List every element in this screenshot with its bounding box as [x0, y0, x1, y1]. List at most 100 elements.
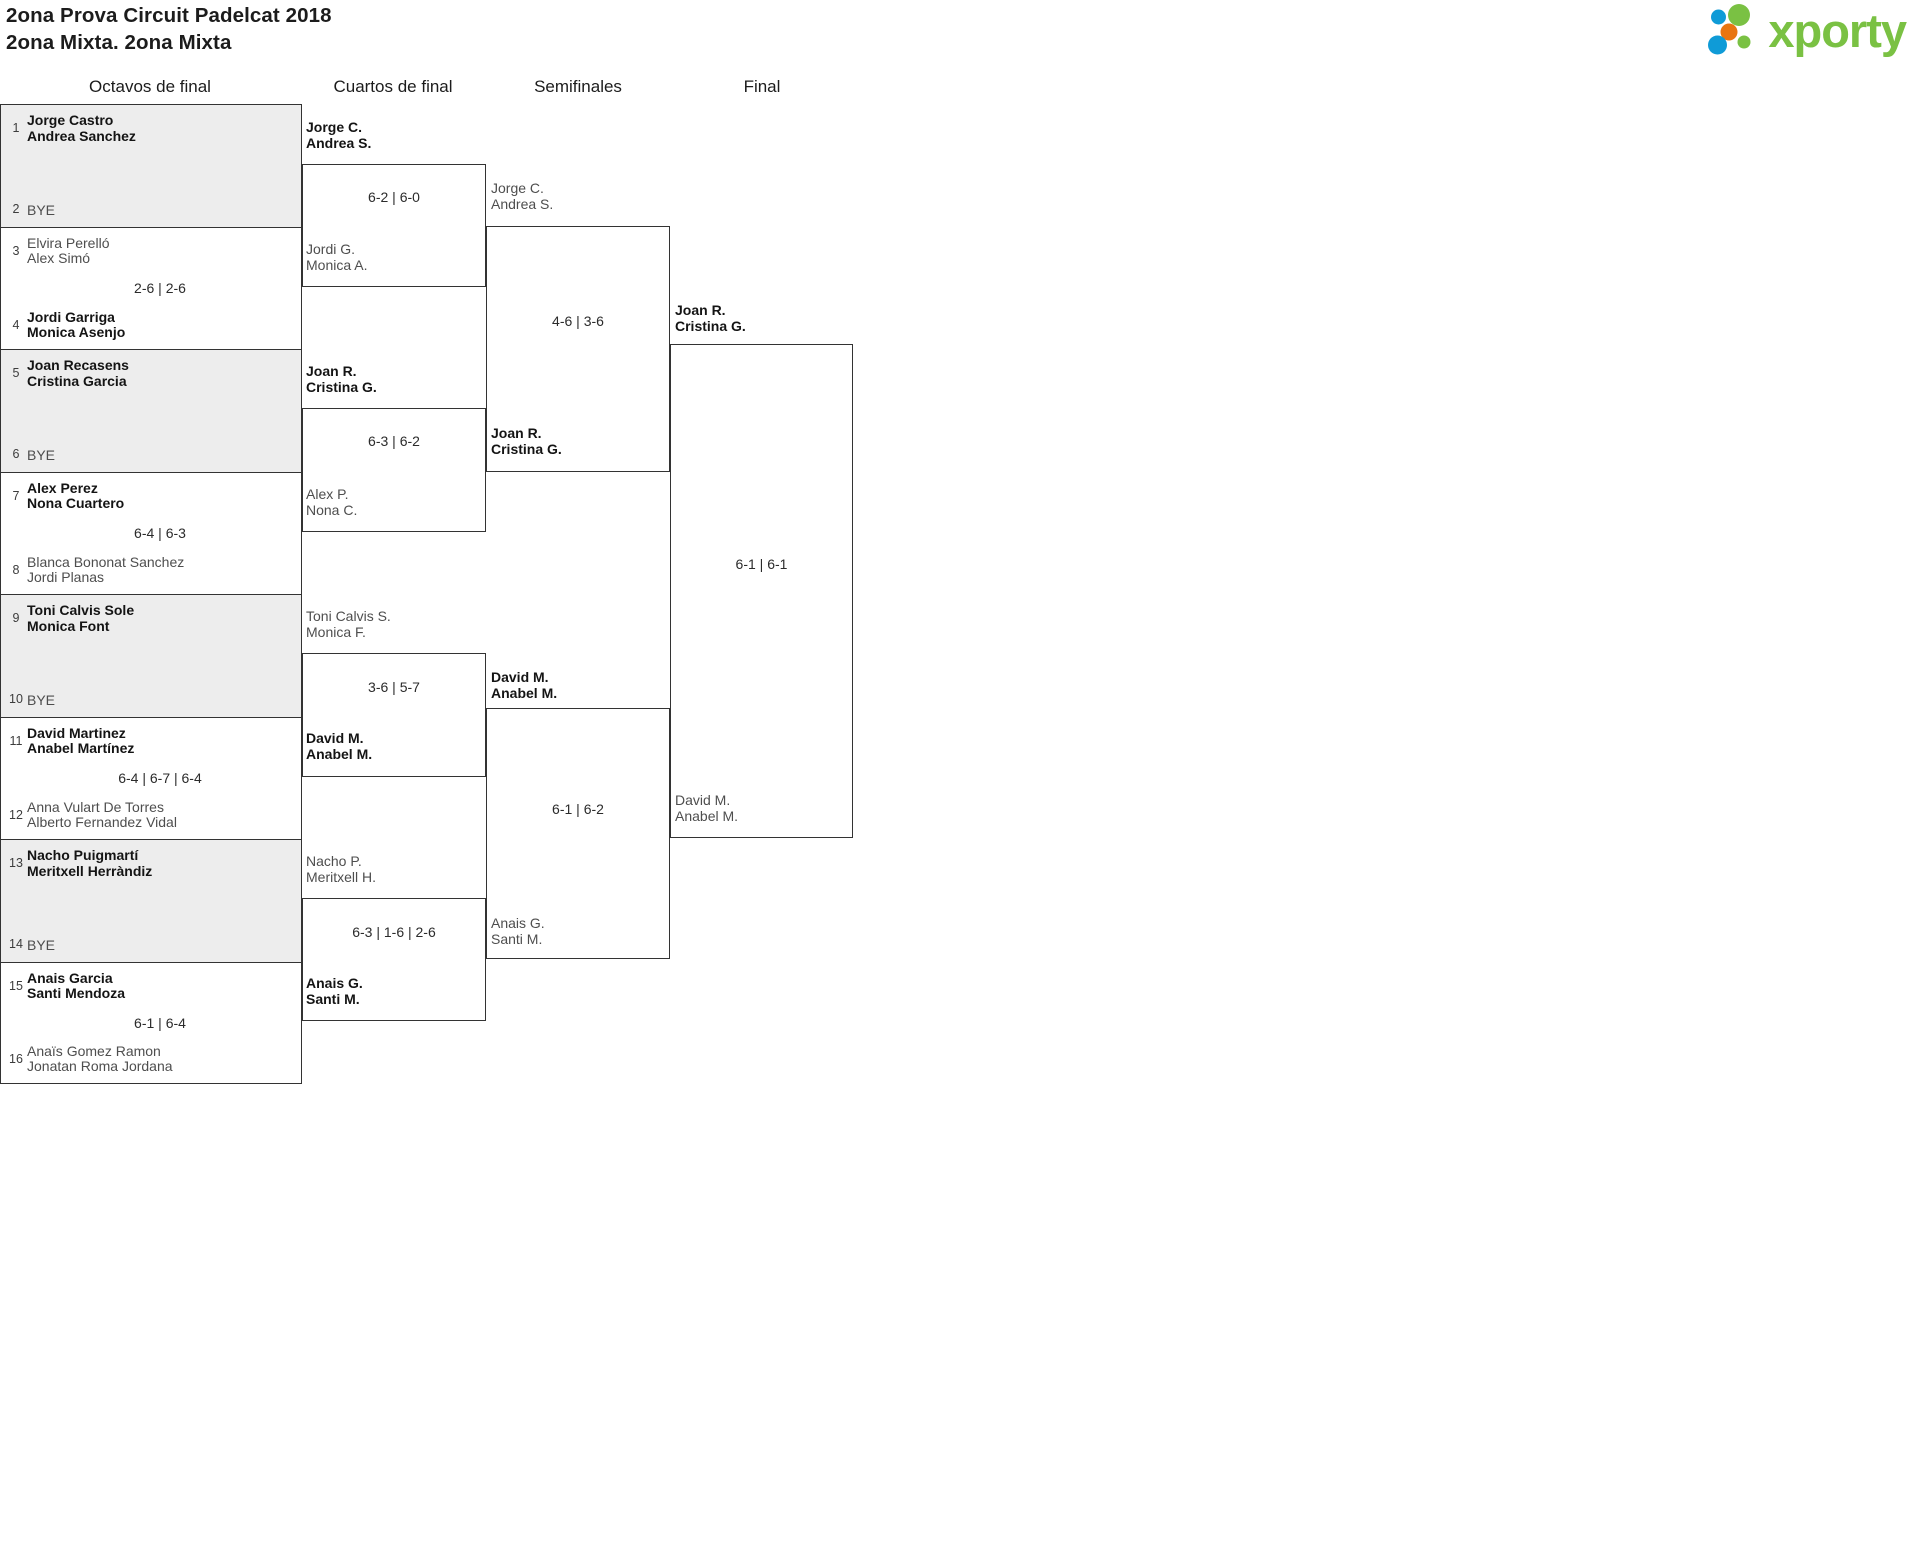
partner-name-1: BYE — [27, 936, 56, 953]
qf-entrant[interactable]: Jorge C.Andrea S. — [306, 119, 371, 151]
seed-number: 8 — [12, 562, 20, 577]
qf-entrant[interactable]: Nacho P.Meritxell H. — [306, 853, 377, 885]
partner-name-2: Jordi Planas — [27, 569, 105, 586]
partner-name-2: Andrea S. — [491, 195, 554, 212]
partner-name-1: Anais Garcia — [27, 969, 113, 986]
sf-entrant[interactable]: David M.Anabel M. — [491, 669, 557, 701]
partner-name-2: Nona C. — [306, 501, 358, 518]
seed-number: 13 — [9, 856, 23, 870]
qf-entrant[interactable]: Joan R.Cristina G. — [306, 363, 377, 395]
partner-name-1: Joan R. — [306, 363, 357, 379]
partner-name-1: Joan R. — [675, 302, 726, 318]
qf-connector-box — [302, 898, 486, 1021]
seed-number: 11 — [9, 733, 23, 748]
seed-number: 7 — [12, 488, 20, 503]
sf-entrant[interactable]: Joan R.Cristina G. — [491, 425, 562, 457]
partner-name-1: Alex P. — [306, 486, 349, 502]
qf-score: 3-6 | 5-7 — [368, 679, 420, 695]
entrant-names: BYE — [27, 691, 55, 709]
partner-name-1: Elvira Perelló — [27, 234, 110, 251]
match-score: 6-4 | 6-7 | 6-4 — [118, 770, 202, 787]
partner-name-1: Anna Vulart De Torres — [27, 798, 164, 815]
qf-entrant[interactable]: David M.Anabel M. — [306, 730, 372, 762]
partner-name-1: Nacho Puigmartí — [27, 847, 139, 863]
seed-number: 15 — [9, 978, 23, 993]
partner-name-2: Cristina G. — [306, 378, 377, 395]
r16-slot[interactable]: 6 BYE — [1, 446, 301, 464]
partner-name-1: BYE — [27, 446, 56, 463]
seed-number: 5 — [12, 366, 20, 380]
final-score: 6-1 | 6-1 — [735, 556, 788, 572]
qf-score: 6-3 | 6-2 — [368, 433, 420, 449]
final-entrant[interactable]: Joan R.Cristina G. — [675, 302, 746, 334]
r16-slot[interactable]: 2 BYE — [1, 201, 301, 219]
final-entrant[interactable]: David M.Anabel M. — [675, 792, 738, 824]
round-header-final: Final — [743, 77, 781, 96]
partner-name-1: Jordi G. — [306, 241, 356, 257]
match-score: 6-1 | 6-4 — [134, 1014, 186, 1031]
seed-number: 2 — [12, 201, 20, 216]
final-connector-box — [670, 344, 853, 838]
partner-name-1: David Martinez — [27, 724, 126, 741]
partner-name-2: Monica Font — [27, 617, 110, 634]
partner-name-2: Monica Asenjo — [27, 324, 126, 341]
partner-name-2: Meritxell H. — [306, 868, 377, 885]
match-score: 6-4 | 6-3 — [134, 525, 186, 542]
partner-name-2: Monica F. — [306, 623, 366, 640]
sf-connector-box — [486, 226, 670, 472]
xporty-logo[interactable]: xporty — [1708, 4, 1907, 56]
seed-number: 6 — [12, 446, 20, 461]
partner-name-1: Toni Calvis Sole — [27, 602, 135, 618]
tournament-name: 2ona Prova Circuit Padelcat 2018 — [6, 4, 332, 27]
sf-entrant[interactable]: Jorge C.Andrea S. — [491, 180, 554, 212]
qf-entrant[interactable]: Anais G.Santi M. — [306, 975, 363, 1007]
tournament-category: 2ona Mixta. 2ona Mixta — [6, 31, 232, 55]
qf-entrant[interactable]: Jordi G.Monica A. — [306, 241, 367, 273]
entrant-names: BYE — [27, 201, 55, 219]
partner-name-1: Jorge Castro — [27, 112, 114, 128]
round-header-cuartos: Cuartos de final — [333, 77, 453, 96]
partner-name-1: David M. — [491, 669, 549, 685]
qf-connector-box — [302, 408, 486, 532]
partner-name-2: Alberto Fernandez Vidal — [27, 814, 177, 831]
partner-name-2: Jonatan Roma Jordana — [27, 1058, 173, 1075]
partner-name-1: Blanca Bononat Sanchez — [27, 553, 185, 570]
partner-name-2: Cristina G. — [675, 317, 746, 334]
sf-entrant[interactable]: Anais G.Santi M. — [491, 915, 545, 947]
partner-name-1: BYE — [27, 201, 56, 218]
qf-entrant[interactable]: Alex P.Nona C. — [306, 486, 358, 518]
qf-connector-box — [302, 653, 486, 777]
qf-entrant[interactable]: Toni Calvis S.Monica F. — [306, 608, 391, 640]
sf-score: 6-1 | 6-2 — [552, 801, 604, 817]
seed-number: 3 — [12, 243, 20, 258]
partner-name-1: Joan R. — [491, 425, 542, 441]
